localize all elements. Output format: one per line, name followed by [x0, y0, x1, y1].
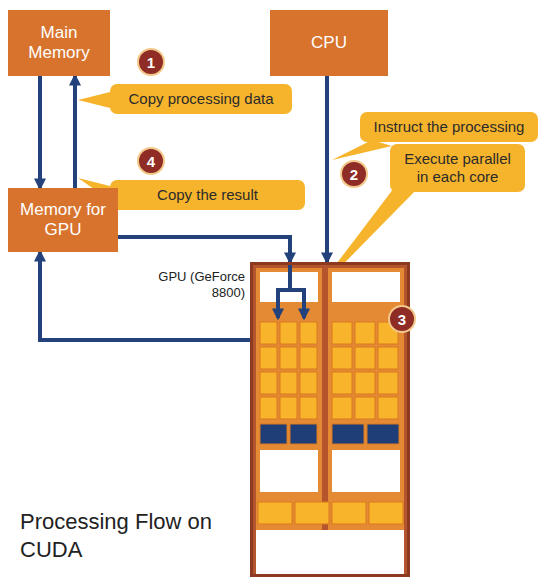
- core-cell: [355, 397, 375, 419]
- core-cell: [258, 502, 292, 524]
- process-box: Main Memory: [8, 10, 110, 76]
- gpu-block: [332, 272, 400, 302]
- memory-box: Memory for GPU: [8, 188, 118, 252]
- node-text: 3: [398, 311, 406, 328]
- core-cell: [332, 397, 352, 419]
- core-cell: [367, 424, 399, 444]
- core-cell: [260, 347, 277, 369]
- core-cell: [260, 322, 277, 344]
- callout-number: 3: [388, 305, 416, 333]
- core-cell: [332, 424, 364, 444]
- core-cell: [260, 372, 277, 394]
- node-text: Instruct the processing: [374, 118, 525, 136]
- node-text: Copy the result: [157, 186, 258, 204]
- callout-box: Execute parallel in each core: [390, 144, 525, 192]
- callout-box: Copy processing data: [110, 84, 292, 114]
- data-flow-arrow: [40, 252, 250, 340]
- node-text: Main Memory: [16, 23, 102, 64]
- data-flow-arrow: [38, 76, 42, 188]
- core-cell: [378, 397, 398, 419]
- data-flow-arrow: [73, 76, 77, 188]
- node-text: Execute parallel in each core: [398, 150, 517, 186]
- core-cell: [295, 502, 329, 524]
- core-cell: [332, 322, 352, 344]
- gpu-frame: [250, 262, 410, 577]
- node-text: Memory for GPU: [16, 200, 110, 241]
- gpu-block: [332, 450, 400, 492]
- core-cell: [280, 397, 297, 419]
- core-cell: [280, 347, 297, 369]
- node-text: 1: [147, 54, 155, 71]
- core-cell: [260, 424, 287, 444]
- callout-tail: [332, 140, 392, 160]
- callout-number: 4: [137, 147, 165, 175]
- core-cells: [258, 322, 403, 524]
- core-cell: [300, 397, 317, 419]
- core-cell: [378, 372, 398, 394]
- callout-box: Copy the result: [110, 180, 305, 210]
- data-flow-arrow: [325, 76, 329, 262]
- core-cell: [260, 397, 277, 419]
- core-cell: [332, 347, 352, 369]
- core-cell: [332, 502, 366, 524]
- core-cell: [332, 372, 352, 394]
- callout-tail: [78, 92, 110, 108]
- callout-box: Instruct the processing: [360, 112, 538, 142]
- core-cell: [300, 372, 317, 394]
- callout-number: 2: [340, 160, 368, 188]
- core-cell: [355, 372, 375, 394]
- node-text: CPU: [311, 33, 347, 53]
- gpu-block: [256, 530, 404, 574]
- node-text: 2: [350, 166, 358, 183]
- core-cell: [355, 322, 375, 344]
- core-cell: [280, 322, 297, 344]
- core-arrow: [290, 290, 304, 318]
- node-text: Copy processing data: [128, 90, 273, 108]
- data-flow-arrow: [118, 237, 290, 262]
- process-box: CPU: [270, 10, 388, 76]
- core-cell: [290, 424, 317, 444]
- gpu-block: [260, 450, 318, 492]
- node-text: 4: [147, 153, 155, 170]
- core-cell: [369, 502, 403, 524]
- core-cell: [280, 372, 297, 394]
- gpu-box: GPU (GeForce 8800): [250, 262, 410, 577]
- node-text: GPU (GeForce 8800): [135, 269, 245, 300]
- core-arrow: [278, 262, 290, 318]
- callout-number: 1: [137, 48, 165, 76]
- core-cell: [355, 347, 375, 369]
- core-cell: [378, 347, 398, 369]
- diagram-title: Processing Flow on CUDA: [20, 508, 220, 563]
- core-cell: [300, 347, 317, 369]
- core-cell: [300, 322, 317, 344]
